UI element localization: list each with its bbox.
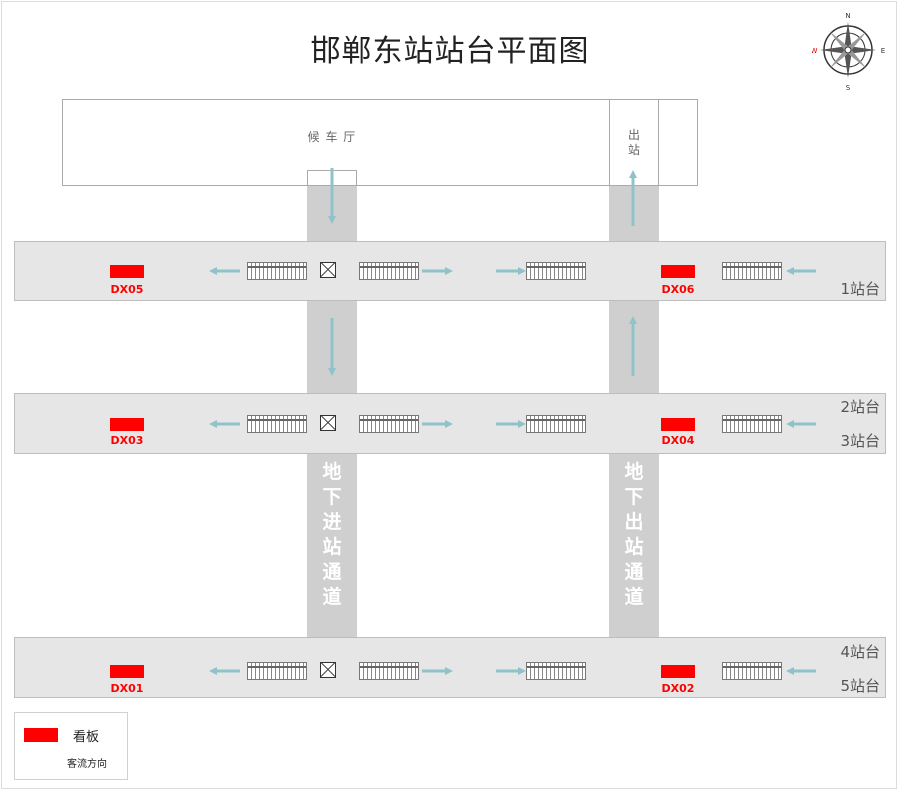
billboard-dx03-code: DX03 — [110, 434, 144, 447]
ticket-gate — [526, 662, 586, 680]
legend — [14, 712, 128, 780]
ticket-gate — [247, 415, 307, 433]
ticket-gate — [526, 262, 586, 280]
ticket-gate — [247, 262, 307, 280]
billboard-dx05-code: DX05 — [110, 283, 144, 296]
page-title: 邯郸东站站台平面图 — [310, 34, 590, 69]
compass-s: S — [846, 84, 851, 92]
ticket-gate — [359, 415, 419, 433]
billboard-dx03 — [110, 418, 144, 431]
compass-e: E — [881, 47, 885, 55]
billboard-dx04-code: DX04 — [661, 434, 695, 447]
station-building — [62, 99, 698, 186]
exit-hall — [609, 99, 659, 186]
ticket-gate — [722, 662, 782, 680]
compass-n: N — [845, 12, 850, 20]
compass-w: W — [812, 47, 818, 55]
platform-1-label: 1站台 — [840, 280, 880, 298]
platform-4-label: 4站台 — [840, 643, 880, 661]
underground-entry-corridor — [307, 454, 357, 638]
legend-flow-label: 客流方向 — [67, 759, 107, 770]
ticket-gate — [722, 415, 782, 433]
underground-exit-label: 地下出站通道 — [624, 461, 644, 608]
elevator-icon — [320, 262, 336, 278]
legend-billboard-label: 看板 — [73, 730, 100, 745]
billboard-dx06 — [661, 265, 695, 278]
elevator-icon — [320, 415, 336, 431]
platform-2-label: 2站台 — [840, 398, 880, 416]
legend-billboard-swatch — [24, 728, 58, 742]
exit-label: 出站 — [627, 128, 640, 157]
ticket-gate — [359, 662, 419, 680]
billboard-dx04 — [661, 418, 695, 431]
billboard-dx05 — [110, 265, 144, 278]
underground-entry-label: 地下进站通道 — [322, 461, 342, 608]
waiting-hall-label: 候 车 厅 — [307, 130, 357, 144]
billboard-dx01-code: DX01 — [110, 682, 144, 695]
platform-3-label: 3站台 — [840, 432, 880, 450]
billboard-dx02-code: DX02 — [661, 682, 695, 695]
ticket-gate — [359, 262, 419, 280]
underground-exit-corridor — [609, 454, 659, 638]
billboard-dx01 — [110, 665, 144, 678]
billboard-dx06-code: DX06 — [661, 283, 695, 296]
elevator-icon — [320, 662, 336, 678]
compass-icon: N S E W — [812, 12, 885, 92]
ticket-gate — [526, 415, 586, 433]
billboard-dx02 — [661, 665, 695, 678]
ticket-gate — [247, 662, 307, 680]
platform-5-label: 5站台 — [840, 677, 880, 695]
ticket-gate — [722, 262, 782, 280]
